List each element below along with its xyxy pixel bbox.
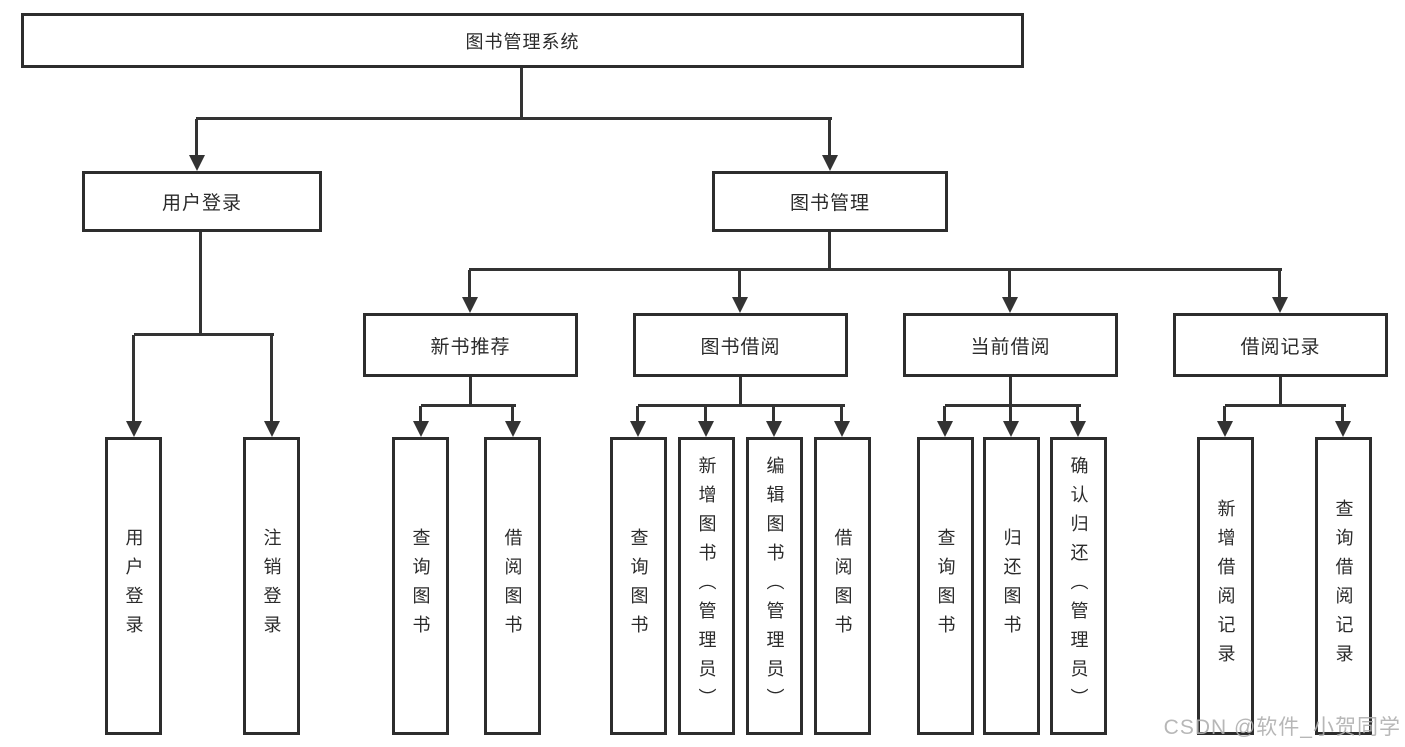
node-root-label: 图书管理系统 [465, 31, 580, 52]
connector-root-split [196, 117, 832, 120]
leaf-edit-books-admin: 编辑图书（管理员） [746, 437, 803, 735]
node-borrowing-records: 借阅记录 [1173, 313, 1388, 377]
leaf-add-books-admin: 新增图书（管理员） [678, 437, 735, 735]
node-new-book-recommend-label: 新书推荐 [430, 336, 511, 358]
leaf-edit-books-admin-label: 编辑图书（管理员） [764, 455, 785, 717]
node-user-login-label: 用户登录 [161, 193, 242, 214]
arrow-currentborrow-leaf-1 [937, 406, 953, 437]
node-book-borrowing-label: 图书借阅 [700, 336, 781, 358]
leaf-borrow-books-recommend: 借阅图书 [484, 437, 541, 735]
leaf-query-books-borrowing: 查询图书 [610, 437, 667, 735]
arrow-bookborrow-leaf-2 [698, 406, 714, 437]
leaf-user-login-label: 用户登录 [123, 528, 144, 644]
node-borrowing-records-label: 借阅记录 [1240, 336, 1321, 358]
connector-root-stem [520, 68, 523, 120]
connector-book-stem [828, 232, 831, 271]
arrow-newbooks-leaf-1 [413, 406, 429, 437]
connector-currentborrow-split [945, 404, 1081, 407]
leaf-logout-label: 注销登录 [261, 528, 282, 644]
leaf-query-borrow-record-label: 查询借阅记录 [1333, 499, 1354, 673]
connector-currentborrow-stem [1009, 377, 1012, 407]
arrow-newbooks-leaf-2 [505, 406, 521, 437]
leaf-logout: 注销登录 [243, 437, 300, 735]
arrow-to-current-borrow [1002, 270, 1018, 313]
arrow-bookborrow-leaf-4 [834, 406, 850, 437]
arrow-to-borrow-records [1272, 270, 1288, 313]
node-new-book-recommend: 新书推荐 [363, 313, 578, 377]
arrow-to-new-books [462, 270, 478, 313]
leaf-borrow-books-label: 借阅图书 [832, 528, 853, 644]
leaf-confirm-return-admin: 确认归还（管理员） [1050, 437, 1107, 735]
leaf-confirm-return-admin-label: 确认归还（管理员） [1068, 455, 1089, 717]
node-current-borrowing-label: 当前借阅 [970, 336, 1051, 358]
leaf-query-books-recommend: 查询图书 [392, 437, 449, 735]
connector-bookborrow-stem [739, 377, 742, 407]
node-book-management-label: 图书管理 [789, 193, 870, 214]
arrow-currentborrow-leaf-2 [1003, 406, 1019, 437]
arrow-to-user-login [189, 119, 205, 171]
connector-user-split [134, 333, 274, 336]
csdn-watermark: CSDN @软件_小贺同学 [1163, 716, 1401, 739]
connector-records-split [1225, 404, 1346, 407]
leaf-add-borrow-record-label: 新增借阅记录 [1215, 499, 1236, 673]
arrow-to-book-management [822, 119, 838, 171]
arrow-to-leaf-login [126, 335, 142, 437]
connector-records-stem [1279, 377, 1282, 407]
connector-newbooks-stem [469, 377, 472, 407]
leaf-return-books: 归还图书 [983, 437, 1040, 735]
arrow-bookborrow-leaf-3 [766, 406, 782, 437]
connector-book-split [469, 268, 1282, 271]
leaf-query-books-borrowing-label: 查询图书 [628, 528, 649, 644]
leaf-query-borrow-record: 查询借阅记录 [1315, 437, 1372, 735]
leaf-query-books-current: 查询图书 [917, 437, 974, 735]
arrow-records-leaf-1 [1217, 406, 1233, 437]
node-user-login: 用户登录 [82, 171, 322, 232]
arrow-bookborrow-leaf-1 [630, 406, 646, 437]
node-book-borrowing: 图书借阅 [633, 313, 848, 377]
connector-user-stem [199, 232, 202, 336]
leaf-add-books-admin-label: 新增图书（管理员） [696, 455, 717, 717]
leaf-borrow-books-recommend-label: 借阅图书 [502, 528, 523, 644]
node-current-borrowing: 当前借阅 [903, 313, 1118, 377]
arrow-to-leaf-logout [264, 335, 280, 437]
leaf-query-books-recommend-label: 查询图书 [410, 528, 431, 644]
leaf-query-books-current-label: 查询图书 [935, 528, 956, 644]
connector-bookborrow-split [638, 404, 845, 407]
leaf-user-login: 用户登录 [105, 437, 162, 735]
leaf-borrow-books: 借阅图书 [814, 437, 871, 735]
arrow-to-book-borrow [732, 270, 748, 313]
arrow-currentborrow-leaf-3 [1070, 406, 1086, 437]
leaf-add-borrow-record: 新增借阅记录 [1197, 437, 1254, 735]
leaf-return-books-label: 归还图书 [1001, 528, 1022, 644]
node-root-library-system: 图书管理系统 [21, 13, 1024, 68]
arrow-records-leaf-2 [1335, 406, 1351, 437]
node-book-management: 图书管理 [712, 171, 948, 232]
connector-newbooks-split [421, 404, 516, 407]
